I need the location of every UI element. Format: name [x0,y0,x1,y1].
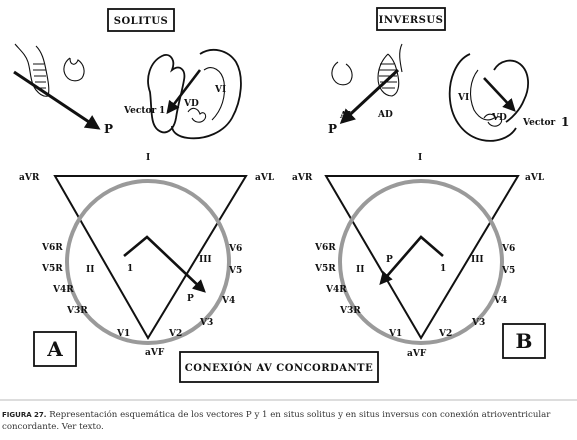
figure-caption-text: Representación esquemática de los vector… [2,410,551,432]
solitus-lead-v1: V1 [116,329,130,339]
solitus-lead-v6r: V6R [41,243,63,253]
solitus-vector-label: Vector [123,106,157,116]
inversus-lead-iii: III [471,255,484,265]
figure-number: FIGURA 27. [2,411,47,419]
inversus-lead-i: I [418,153,422,163]
inversus-einthoven-triangle [324,175,520,340]
solitus-lead-v5: V5 [228,266,242,276]
center-label: CONEXIÓN AV CONCORDANTE [185,362,373,374]
inversus-ai-label: AI [339,111,351,121]
inversus-header-box: INVERSUS [376,7,446,31]
figure-caption: FIGURA 27. Representación esquemática de… [2,409,574,433]
solitus-lead-v4r: V4R [52,285,74,295]
inversus-lead-v6r: V6R [314,243,336,253]
solitus-vector-num: 1 [159,106,165,116]
solitus-header-box: SOLITUS [107,8,175,32]
inversus-vector-p-label: P [386,255,393,265]
inversus-lead-v3: V3 [471,318,485,328]
solitus-lead-i: I [146,153,150,163]
inversus-vector-1-label: 1 [440,264,446,274]
solitus-precordial-circle [65,179,231,345]
inversus-lead-v5: V5 [501,266,515,276]
inversus-precordial-circle [338,179,504,345]
label-b-box: B [502,323,546,359]
inversus-atria-sketch [331,43,403,97]
solitus-vi-label: VI [214,85,226,95]
inversus-vector-num: 1 [561,115,569,129]
label-a: A [46,337,63,361]
inversus-lead-v1: V1 [388,329,402,339]
center-label-box: CONEXIÓN AV CONCORDANTE [179,351,379,383]
inversus-lead-v4: V4 [493,296,507,306]
solitus-heart-sketch [147,48,242,140]
inversus-header-label: INVERSUS [379,15,444,26]
solitus-vector-p-label: P [187,294,194,304]
inversus-lead-avl: aVL [525,173,545,183]
inversus-lead-v6: V6 [501,244,515,254]
solitus-lead-v3: V3 [199,318,213,328]
solitus-header-label: SOLITUS [114,16,169,27]
inversus-lead-v2: V2 [438,329,452,339]
solitus-p-label: P [104,122,113,136]
solitus-lead-iii: III [199,255,212,265]
inversus-lead-avr: aVR [292,173,313,183]
solitus-lead-avl: aVL [255,173,275,183]
inversus-vi-label: VI [457,93,469,103]
inversus-heart-sketch [448,53,529,142]
inversus-p-vector-arrow [339,68,400,125]
solitus-lead-v6: V6 [228,244,242,254]
inversus-axis-diagram: I aVR aVL aVF II III V6R V5R V4R V3R V1 … [292,153,545,359]
inversus-lead-ii: II [356,265,364,275]
inversus-lead-v3r: V3R [339,306,361,316]
solitus-lead-avf: aVF [145,348,165,358]
inversus-ad-label: AD [377,110,393,120]
inversus-axis-vectors [379,235,444,285]
inversus-lead-v5r: V5R [314,264,336,274]
inversus-lead-avf: aVF [407,349,427,359]
solitus-lead-avr: aVR [19,173,40,183]
solitus-vector1-arrow [166,69,202,115]
solitus-axis-diagram: I aVR aVL aVF II III V6R V5R V4R V3R V1 … [19,153,275,358]
inversus-vector1-arrow [483,77,516,112]
solitus-lead-v4: V4 [221,296,235,306]
solitus-atria-sketch [14,43,85,97]
solitus-vd-label: VD [183,99,199,109]
solitus-vector-1-label: 1 [127,264,133,274]
solitus-p-vector-arrow [13,70,101,130]
label-a-box: A [33,331,77,367]
label-b: B [516,329,533,353]
inversus-p-label: P [328,122,337,136]
solitus-lead-ii: II [86,265,94,275]
solitus-einthoven-triangle [53,175,248,340]
inversus-vd-label: VD [491,113,507,123]
solitus-lead-v3r: V3R [66,306,88,316]
solitus-lead-v2: V2 [168,329,182,339]
solitus-axis-vectors [123,235,206,293]
inversus-lead-v4r: V4R [325,285,347,295]
inversus-vector-label: Vector [522,118,556,128]
solitus-lead-v5r: V5R [41,264,63,274]
